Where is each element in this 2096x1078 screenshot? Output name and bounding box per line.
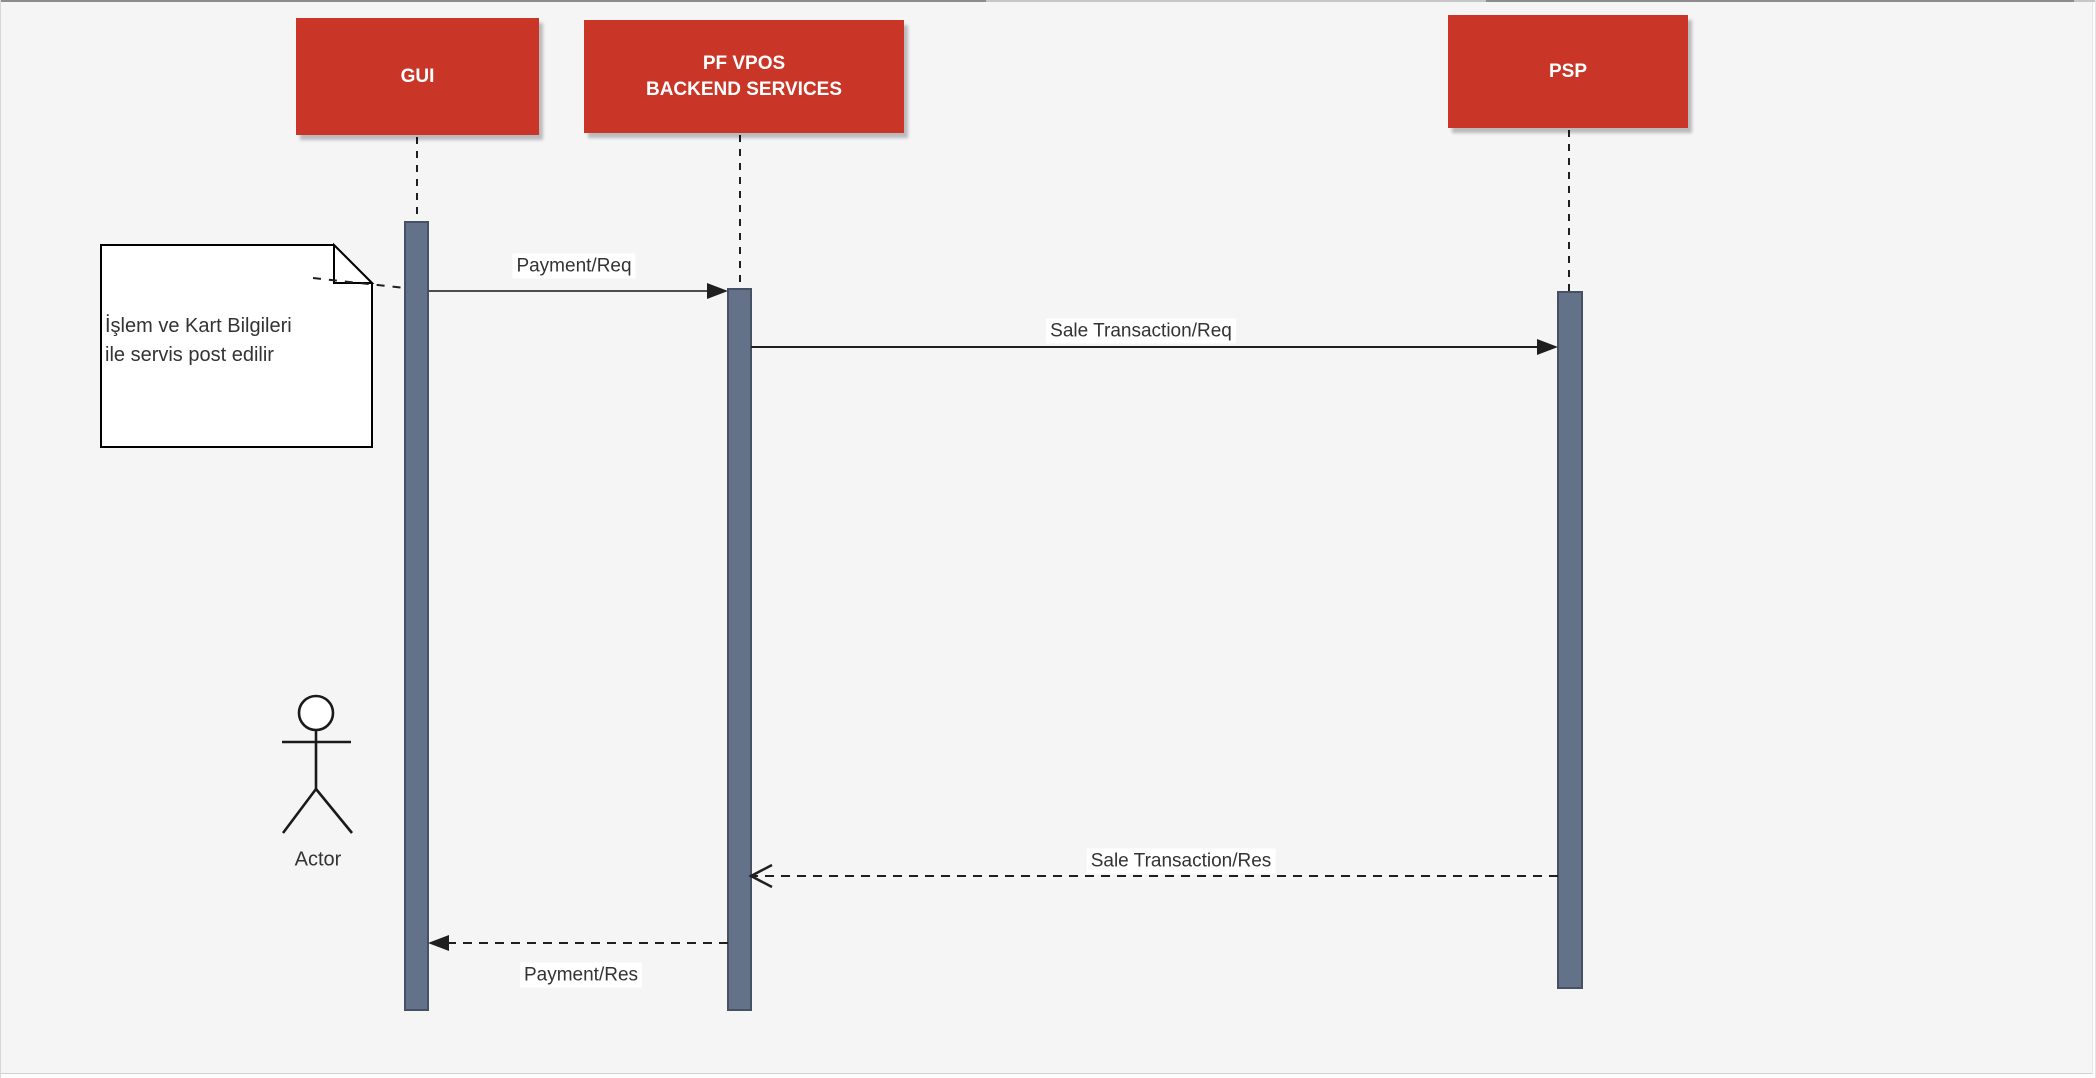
actor-label: Actor [294, 848, 342, 871]
participant-pf-vpos-backend-services-label: PF VPOS BACKEND SERVICES [645, 52, 843, 100]
arrowhead-payment-req [707, 283, 728, 299]
message-label-sale-transaction-res: Sale Transaction/Res [1086, 848, 1276, 874]
top-window-edge-gap-right [2074, 0, 2095, 2]
note-shape [100, 244, 373, 448]
bottom-window-edge [1, 1073, 2095, 1074]
activation-bar-psp [1557, 291, 1583, 989]
vertical-scrollbar-track[interactable] [2092, 2, 2095, 1074]
participant-psp: PSP [1448, 15, 1688, 128]
activation-bar-pf-vpos [727, 288, 752, 1011]
message-label-payment-req: Payment/Req [512, 253, 636, 279]
actor-head [297, 694, 335, 732]
participant-psp-label: PSP [1548, 60, 1588, 82]
note-text: İşlem ve Kart Bilgileri ile servis post … [105, 315, 292, 366]
arrowhead-payment-res [428, 935, 449, 951]
arrowhead-sale-transaction-req [1537, 339, 1558, 355]
note-fold-corner [333, 242, 375, 284]
actor-right-leg [314, 788, 354, 834]
horizontal-scrollbar-track[interactable] [1, 1074, 2095, 1078]
arrowhead-sale-transaction-res [748, 863, 773, 889]
participant-pf-vpos-backend-services: PF VPOS BACKEND SERVICES [584, 20, 904, 133]
actor-left-leg [281, 788, 318, 834]
participant-gui-label: GUI [400, 65, 435, 87]
actor-figure [281, 694, 354, 834]
message-label-payment-res: Payment/Res [519, 962, 643, 988]
message-label-sale-transaction-req: Sale Transaction/Req [1046, 318, 1236, 344]
activation-bar-gui [404, 221, 429, 1011]
participant-gui: GUI [296, 18, 539, 135]
top-window-edge-gap [986, 0, 1486, 2]
